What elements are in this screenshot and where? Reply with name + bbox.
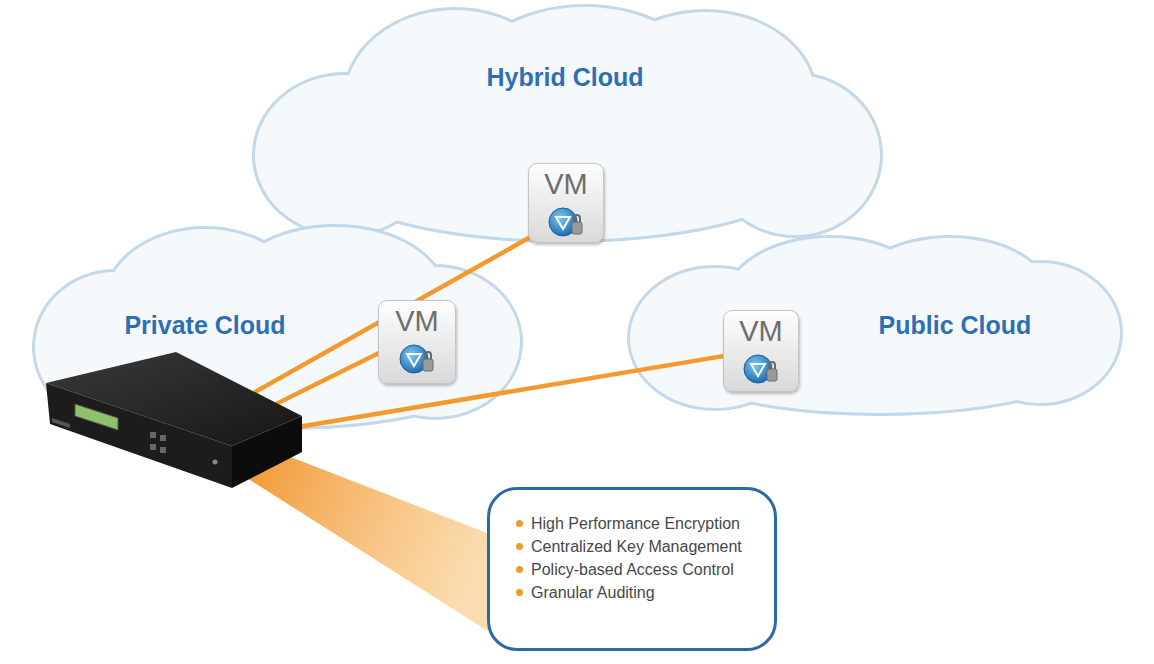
cloud-region: Hybrid CloudVM xyxy=(255,5,880,245)
vm-box: VM xyxy=(528,163,604,243)
cloud-shape xyxy=(630,228,1125,418)
bullet-row: Centralized Key Management xyxy=(516,535,744,558)
cloud-fill xyxy=(660,293,1100,413)
bullet-dot xyxy=(516,589,523,596)
bullet-row: Policy-based Access Control xyxy=(516,558,744,581)
vm-label: VM xyxy=(387,305,447,337)
cloud-outline xyxy=(660,293,1100,413)
icon-triangle xyxy=(751,364,765,376)
feature-item: High Performance Encryption xyxy=(531,515,740,533)
cloud-title: Public Cloud xyxy=(879,311,1032,340)
icon-lock xyxy=(423,359,433,371)
bullet-row: Granular Auditing xyxy=(516,581,744,604)
link-lines xyxy=(255,235,729,428)
security-icon xyxy=(397,339,437,379)
bullet-dot xyxy=(516,566,523,573)
icon-lock xyxy=(767,369,777,381)
security-icon xyxy=(741,349,781,389)
link-line xyxy=(268,350,384,408)
icon-shackle xyxy=(574,215,580,222)
cloud-region: Public Cloud VM xyxy=(630,228,1125,418)
feature-item: Granular Auditing xyxy=(531,584,655,602)
bullet-dot xyxy=(516,543,523,550)
icon-lock xyxy=(572,222,582,234)
link-line xyxy=(255,235,534,392)
security-icon xyxy=(546,202,586,242)
bullet-row: High Performance Encryption xyxy=(516,512,744,535)
icon-triangle xyxy=(407,354,421,366)
bullet-dot xyxy=(516,520,523,527)
vm-label: VM xyxy=(732,315,790,347)
spotlight-cone xyxy=(228,446,505,642)
appliance-slot xyxy=(52,418,70,428)
vm-label: VM xyxy=(537,168,595,200)
vm-box: VM xyxy=(378,300,456,384)
icon-shackle xyxy=(769,362,775,369)
vm-box: VM xyxy=(723,310,799,392)
appliance-side xyxy=(232,416,302,488)
icon-triangle xyxy=(556,217,570,229)
feature-item: Policy-based Access Control xyxy=(531,561,734,579)
cloud-title: Hybrid Cloud xyxy=(487,63,644,92)
appliance-lcd xyxy=(75,404,118,430)
appliance-button xyxy=(160,435,166,441)
appliance-led xyxy=(213,460,218,465)
appliance-button xyxy=(150,432,156,438)
appliance-button xyxy=(150,444,156,450)
feature-callout: High Performance EncryptionCentralized K… xyxy=(487,487,777,651)
cloud-title: Private Cloud xyxy=(124,311,285,340)
icon-shackle xyxy=(425,352,431,359)
appliance-button xyxy=(160,447,166,453)
appliance xyxy=(46,352,302,488)
link-line xyxy=(292,355,729,428)
feature-item: Centralized Key Management xyxy=(531,538,742,556)
appliance-front xyxy=(46,383,232,488)
